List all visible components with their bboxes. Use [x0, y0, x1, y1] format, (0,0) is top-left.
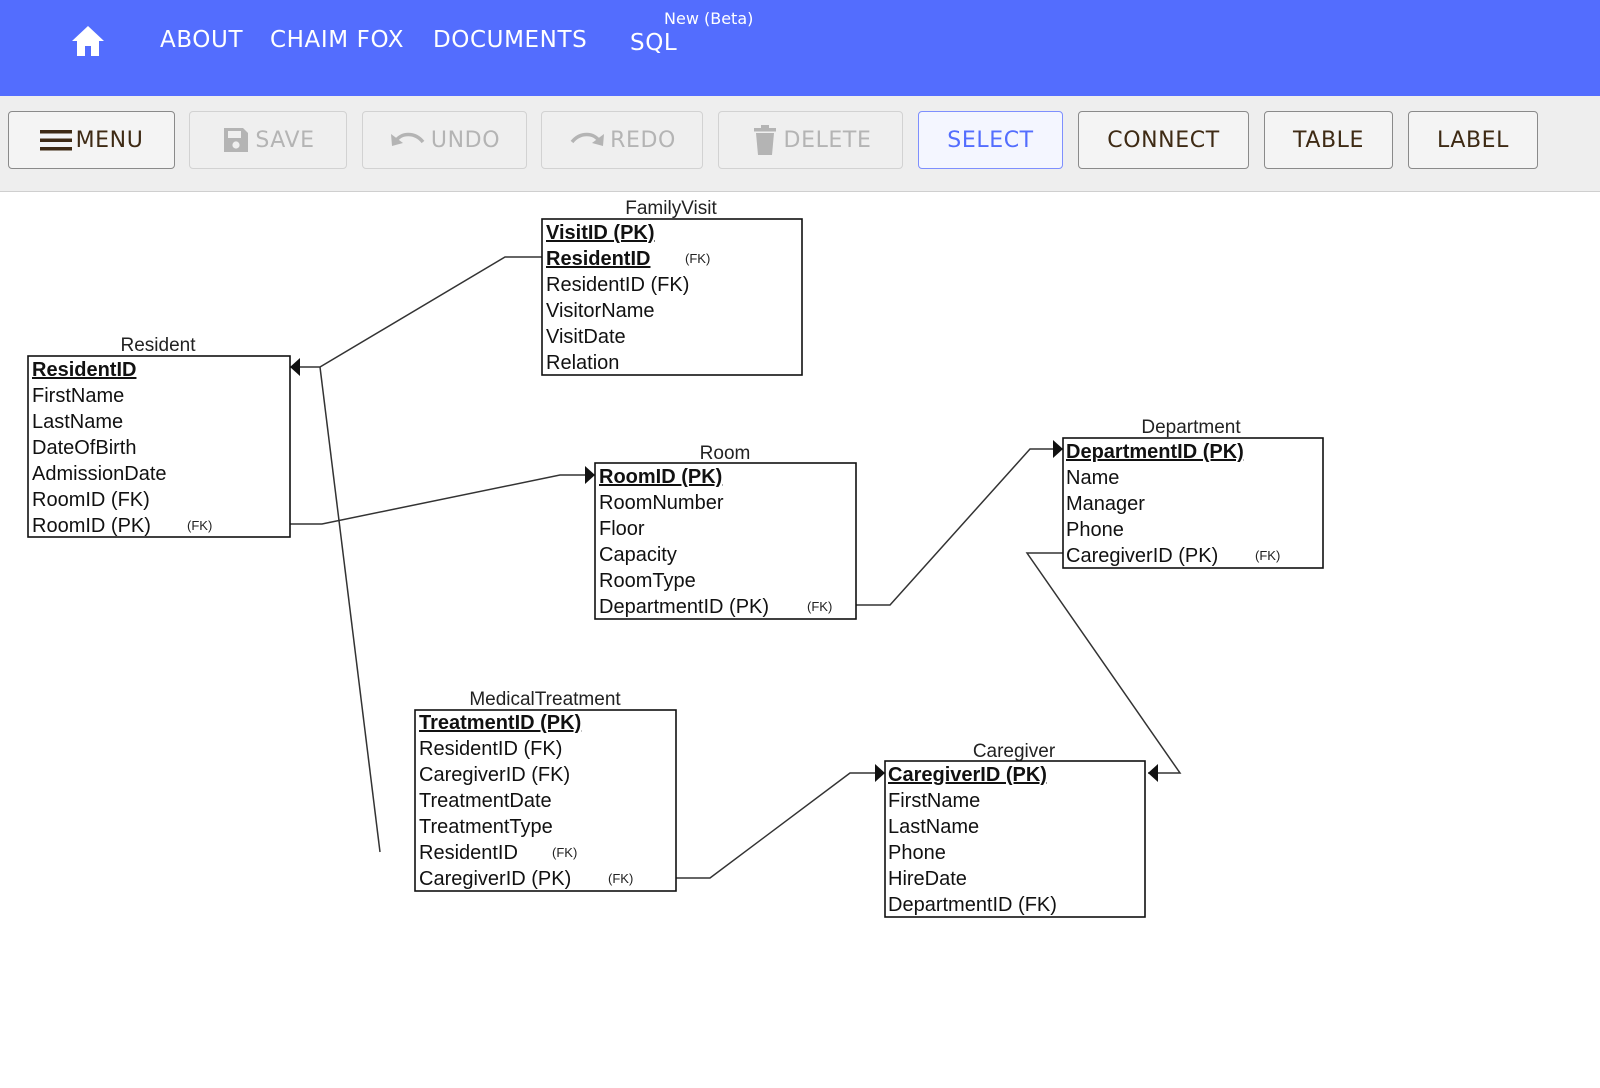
relation-resident-room[interactable]: [290, 474, 595, 525]
fk-tag: (FK): [807, 599, 832, 614]
field: TreatmentDate: [419, 790, 552, 812]
toolbar: MENU SAVE UNDO REDO DELETE SELECT: [0, 96, 1600, 192]
field: DateOfBirth: [32, 437, 136, 459]
relation-medicaltreatment-caregiver[interactable]: [676, 772, 885, 879]
relation-room-department[interactable]: [856, 448, 1063, 606]
field: Floor: [599, 518, 645, 540]
delete-button[interactable]: DELETE: [718, 111, 903, 169]
field: ResidentID (FK): [546, 274, 689, 296]
relation-familyvisit-resident[interactable]: [290, 256, 542, 368]
table-title: Resident: [121, 335, 197, 356]
redo-button[interactable]: REDO: [541, 111, 703, 169]
field: Relation: [546, 352, 619, 374]
field: VisitorName: [546, 300, 655, 322]
nav-link-sql[interactable]: SQL: [630, 30, 678, 56]
nav-link-chaim-fox[interactable]: CHAIM FOX: [270, 27, 405, 53]
field: TreatmentID (PK): [419, 712, 581, 734]
table-button-label: TABLE: [1292, 127, 1365, 153]
table-title: MedicalTreatment: [469, 689, 621, 710]
field: Capacity: [599, 544, 677, 566]
field: LastName: [888, 816, 979, 838]
arrow-head: [290, 358, 300, 376]
menu-button-label: MENU: [75, 127, 144, 153]
table-title: Room: [700, 443, 751, 464]
sql-beta-badge: New (Beta): [664, 9, 754, 28]
field: CaregiverID (FK): [419, 764, 570, 786]
table-department[interactable]: Department DepartmentID (PK) Name Manage…: [1062, 417, 1324, 569]
fk-tag: (FK): [552, 845, 577, 860]
table-medicaltreatment[interactable]: MedicalTreatment TreatmentID (PK) Reside…: [414, 689, 677, 892]
fk-tag: (FK): [685, 251, 710, 266]
hamburger-icon: [39, 130, 72, 151]
field: Phone: [1066, 519, 1124, 541]
nav-link-documents[interactable]: DOCUMENTS: [433, 27, 588, 53]
undo-button[interactable]: UNDO: [362, 111, 527, 169]
fk-tag: (FK): [608, 871, 633, 886]
table-button[interactable]: TABLE: [1264, 111, 1393, 169]
field: TreatmentType: [419, 816, 553, 838]
field: FirstName: [32, 385, 124, 407]
field: LastName: [32, 411, 123, 433]
table-title: FamilyVisit: [625, 198, 717, 219]
arrow-head: [585, 466, 595, 484]
field: VisitDate: [546, 326, 626, 348]
field: DepartmentID (FK): [888, 894, 1057, 916]
field: DepartmentID (PK): [599, 596, 769, 618]
field: RoomType: [599, 570, 696, 592]
field: ResidentID (FK): [419, 738, 562, 760]
field: ResidentID: [32, 359, 136, 381]
table-familyvisit[interactable]: FamilyVisit VisitID (PK) ResidentID (FK)…: [541, 198, 803, 376]
trash-icon: [753, 125, 776, 155]
field: ResidentID: [546, 248, 650, 270]
undo-icon: [390, 132, 425, 146]
field: CaregiverID (PK): [1066, 545, 1218, 567]
connect-button[interactable]: CONNECT: [1078, 111, 1249, 169]
save-icon: [224, 128, 249, 152]
save-button[interactable]: SAVE: [189, 111, 347, 169]
connect-button-label: CONNECT: [1107, 127, 1220, 153]
table-resident[interactable]: Resident ResidentID FirstName LastName D…: [27, 335, 291, 538]
field: RoomNumber: [599, 492, 724, 514]
table-room[interactable]: Room RoomID (PK) RoomNumber Floor Capaci…: [594, 443, 857, 620]
select-button-label: SELECT: [947, 127, 1034, 153]
undo-button-label: UNDO: [430, 127, 501, 153]
field: Manager: [1066, 493, 1145, 515]
relation-department-caregiver[interactable]: [1025, 552, 1182, 774]
select-button[interactable]: SELECT: [918, 111, 1063, 169]
field: AdmissionDate: [32, 463, 167, 485]
fk-tag: (FK): [187, 518, 212, 533]
delete-button-label: DELETE: [783, 127, 872, 153]
home-icon[interactable]: [70, 24, 106, 58]
label-button-label: LABEL: [1436, 127, 1510, 153]
field: CaregiverID (PK): [888, 764, 1047, 786]
nav-link-about[interactable]: ABOUT: [160, 27, 244, 53]
table-caregiver[interactable]: Caregiver CaregiverID (PK) FirstName Las…: [884, 741, 1146, 918]
field: FirstName: [888, 790, 980, 812]
field: Name: [1066, 467, 1119, 489]
save-button-label: SAVE: [255, 127, 315, 153]
field: RoomID (PK): [599, 466, 722, 488]
field: Phone: [888, 842, 946, 864]
top-nav-bar: ABOUT CHAIM FOX DOCUMENTS SQL New (Beta): [0, 0, 1600, 96]
redo-icon: [570, 132, 605, 146]
relation-medicaltreatment-resident[interactable]: [319, 366, 381, 853]
fk-tag: (FK): [1255, 548, 1280, 563]
table-title: Department: [1141, 417, 1241, 438]
arrow-head: [1053, 440, 1063, 458]
field: HireDate: [888, 868, 967, 890]
field: RoomID (PK): [32, 515, 151, 537]
field: ResidentID: [419, 842, 518, 864]
arrow-head: [875, 764, 885, 782]
arrow-head: [1148, 764, 1158, 782]
menu-button[interactable]: MENU: [8, 111, 175, 169]
field: DepartmentID (PK): [1066, 441, 1244, 463]
field: CaregiverID (PK): [419, 868, 571, 890]
field: VisitID (PK): [546, 222, 655, 244]
label-button[interactable]: LABEL: [1408, 111, 1538, 169]
field: RoomID (FK): [32, 489, 150, 511]
table-title: Caregiver: [973, 741, 1056, 762]
redo-button-label: REDO: [610, 127, 676, 153]
